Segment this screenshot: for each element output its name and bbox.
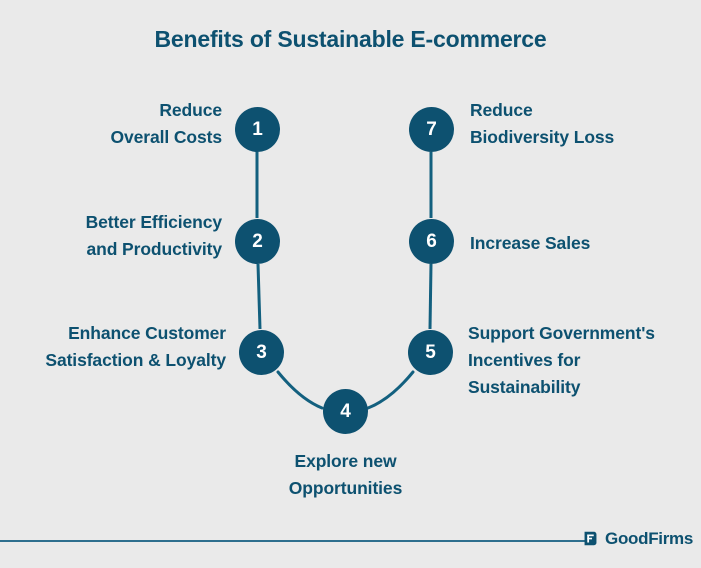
step-label-5-line-1: Support Government's xyxy=(468,323,655,343)
page-title: Benefits of Sustainable E-commerce xyxy=(154,26,547,52)
step-label-4-line-1: Explore new xyxy=(294,451,397,471)
step-label-2-line-2: and Productivity xyxy=(86,239,222,260)
step-number-5: 5 xyxy=(425,341,436,363)
step-label-7-line-2: Biodiversity Loss xyxy=(470,127,615,148)
step-number-7: 7 xyxy=(426,118,437,140)
step-label-5-line-3: Sustainability xyxy=(468,377,581,398)
step-number-1: 1 xyxy=(252,118,263,140)
step-number-3: 3 xyxy=(256,341,267,363)
step-label-6: Increase Sales xyxy=(470,230,701,257)
step-label-4-line-2: Opportunities xyxy=(288,478,403,499)
step-node-3[interactable]: 3 xyxy=(239,330,284,375)
step-label-7: Reduce Biodiversity Loss xyxy=(470,97,701,151)
step-label-5-line-2: Incentives for xyxy=(468,350,581,371)
step-label-3: Enhance Customer Satisfaction & Loyalty xyxy=(0,320,226,374)
step-label-3-line-1: Enhance Customer xyxy=(68,323,226,343)
step-node-4[interactable]: 4 xyxy=(323,389,368,434)
step-label-3-line-2: Satisfaction & Loyalty xyxy=(45,350,226,371)
step-label-4: Explore new Opportunities xyxy=(230,448,461,502)
goodfirms-brand[interactable]: GoodFirms xyxy=(582,530,693,547)
footer-divider xyxy=(0,540,596,542)
goodfirms-brand-name: GoodFirms xyxy=(605,529,693,548)
step-label-1: Reduce Overall Costs xyxy=(0,97,222,151)
step-label-1-line-1: Reduce xyxy=(159,100,222,120)
step-node-6[interactable]: 6 xyxy=(409,219,454,264)
step-number-2: 2 xyxy=(252,230,263,252)
goodfirms-logo-icon xyxy=(584,531,597,546)
step-node-2[interactable]: 2 xyxy=(235,219,280,264)
step-label-2: Better Efficiency and Productivity xyxy=(0,209,223,263)
step-label-5: Support Government's Incentives for Sust… xyxy=(468,320,701,401)
step-label-1-line-2: Overall Costs xyxy=(110,127,222,148)
step-label-2-line-1: Better Efficiency xyxy=(85,212,223,232)
step-label-7-line-1: Reduce xyxy=(470,100,533,120)
step-node-1[interactable]: 1 xyxy=(235,107,280,152)
step-node-5[interactable]: 5 xyxy=(408,330,453,375)
step-number-4: 4 xyxy=(340,400,351,422)
step-label-6-line-1: Increase Sales xyxy=(470,233,591,253)
step-number-6: 6 xyxy=(426,230,437,252)
step-node-7[interactable]: 7 xyxy=(409,107,454,152)
